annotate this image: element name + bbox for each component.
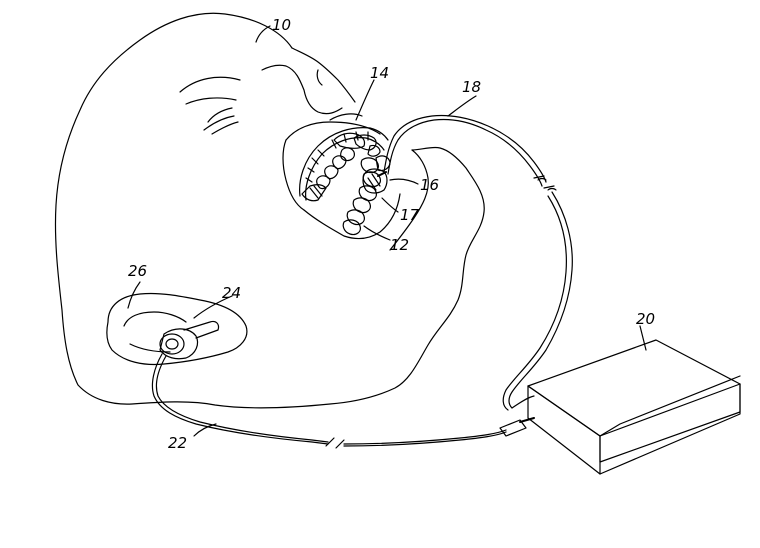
label-contact: 17 xyxy=(400,206,420,224)
mouth-outline xyxy=(285,113,401,240)
upper-lead-wire xyxy=(383,114,573,411)
ear xyxy=(106,292,248,366)
label-lower-lead: 22 xyxy=(168,434,187,452)
ear-electrode xyxy=(159,320,220,360)
leader-lines xyxy=(127,25,647,437)
label-head: 10 xyxy=(272,16,291,34)
label-electrode: 16 xyxy=(420,176,439,194)
head-outline xyxy=(54,12,485,409)
label-tray: 14 xyxy=(370,64,389,82)
label-upper-lead: 18 xyxy=(462,78,481,96)
upper-teeth xyxy=(316,132,381,190)
lower-lead-wire xyxy=(151,353,535,449)
label-control-unit: 20 xyxy=(636,310,655,328)
label-teeth: 12 xyxy=(390,236,409,254)
electrode xyxy=(362,168,388,194)
control-unit xyxy=(511,339,741,475)
eye xyxy=(179,76,241,135)
label-ear-electrode: 24 xyxy=(222,284,241,302)
lower-teeth xyxy=(342,155,391,236)
mouthpiece-tray xyxy=(299,127,389,202)
label-ear: 26 xyxy=(128,262,147,280)
